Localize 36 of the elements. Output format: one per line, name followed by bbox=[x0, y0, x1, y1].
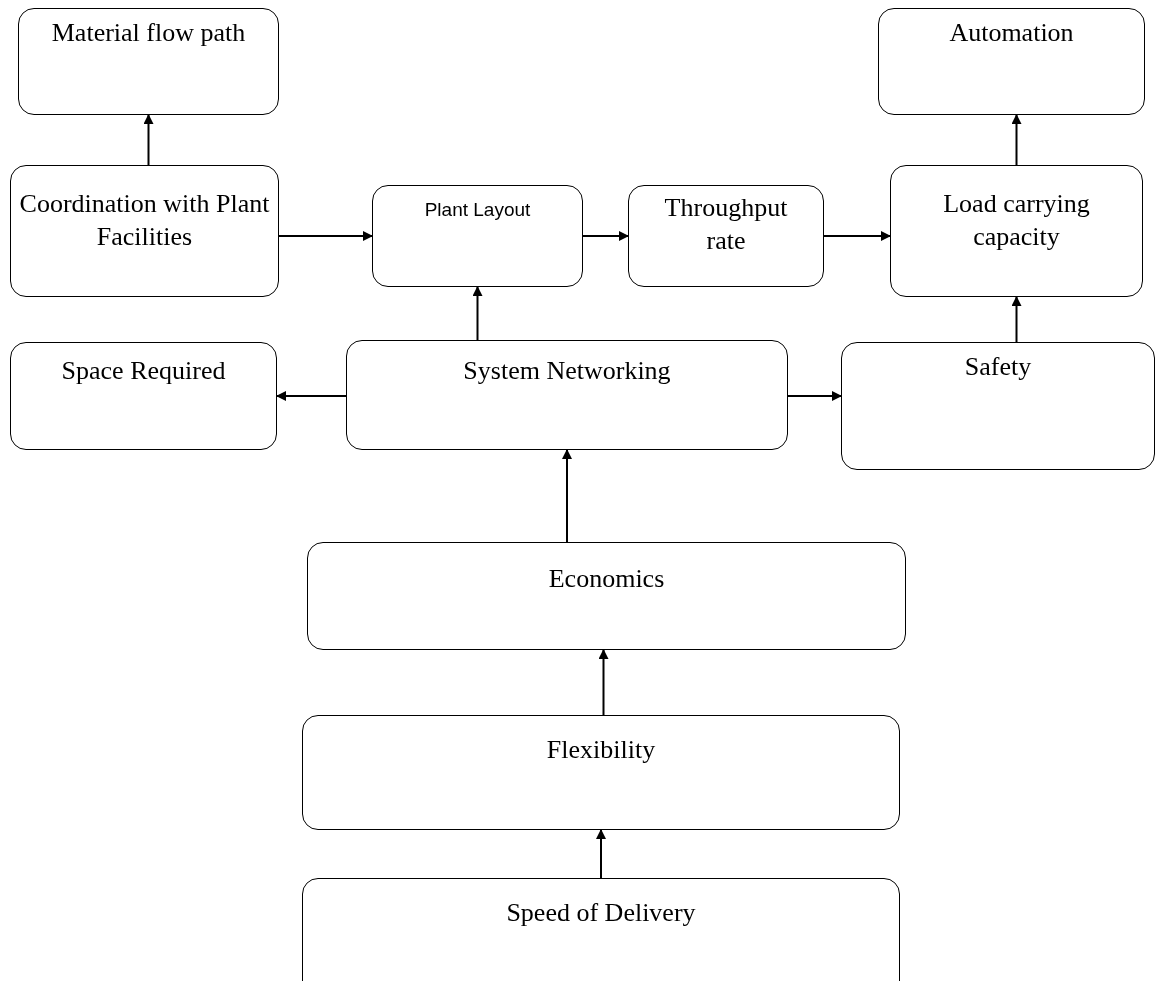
rounded-box bbox=[307, 542, 906, 650]
box-label: Load carrying capacity bbox=[942, 188, 1091, 253]
box-label: Economics bbox=[548, 563, 665, 595]
arrow bbox=[278, 231, 373, 241]
arrow bbox=[1011, 296, 1022, 343]
arrow bbox=[596, 829, 606, 879]
rounded-box bbox=[346, 340, 788, 450]
arrow bbox=[823, 231, 891, 241]
rounded-box bbox=[10, 342, 277, 450]
arrow bbox=[787, 391, 842, 401]
box-label: Automation bbox=[949, 17, 1074, 49]
arrow bbox=[598, 649, 609, 716]
box-label: Space Required bbox=[61, 355, 226, 387]
rounded-box bbox=[890, 165, 1143, 297]
arrow bbox=[562, 449, 572, 543]
box-label: Coordination with Plant Facilities bbox=[19, 188, 270, 253]
box-label: Speed of Delivery bbox=[506, 897, 696, 929]
arrow bbox=[582, 231, 629, 241]
box-label: Plant Layout bbox=[424, 198, 531, 222]
box-label: Material flow path bbox=[51, 17, 246, 49]
rounded-box bbox=[841, 342, 1155, 470]
box-label: System Networking bbox=[463, 355, 671, 387]
rounded-box bbox=[10, 165, 279, 297]
rounded-box bbox=[628, 185, 824, 287]
rounded-box bbox=[302, 878, 900, 981]
arrow bbox=[276, 391, 347, 401]
arrow bbox=[1011, 114, 1022, 166]
box-label: Safety bbox=[964, 351, 1032, 383]
arrow bbox=[143, 114, 154, 166]
rounded-box bbox=[18, 8, 279, 115]
box-label: Flexibility bbox=[546, 734, 656, 766]
rounded-box bbox=[372, 185, 583, 287]
box-label: Throughput rate bbox=[663, 192, 789, 257]
arrow bbox=[472, 286, 483, 341]
rounded-box bbox=[302, 715, 900, 830]
rounded-box bbox=[878, 8, 1145, 115]
